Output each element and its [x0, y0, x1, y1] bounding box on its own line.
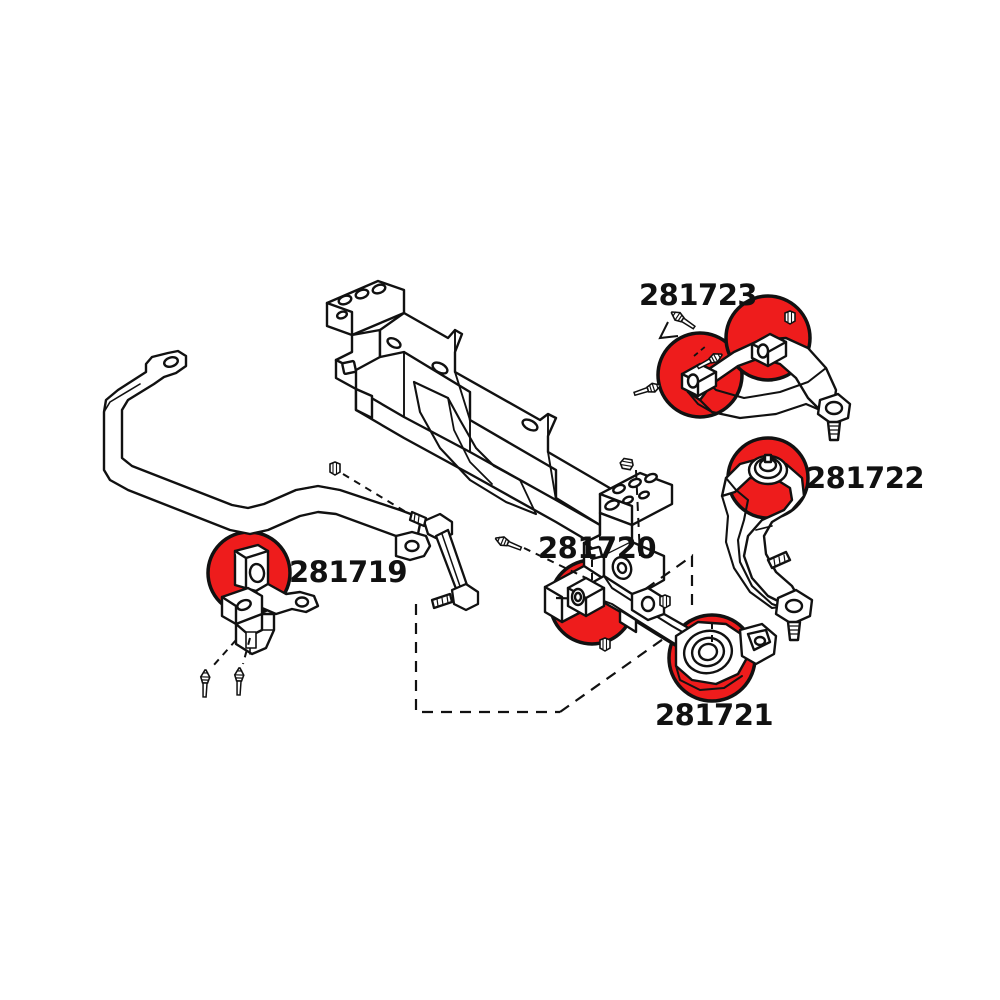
lower-control-arm	[566, 574, 778, 691]
stabilizer-bracket-bolts	[199, 637, 251, 698]
leader-line-bolt-left	[212, 639, 237, 667]
part-number-labels: 281723 281722 281720 281719 281721	[289, 278, 925, 732]
upper-arm-fasteners	[632, 307, 796, 399]
stabilizer-drop-link	[408, 510, 480, 612]
label-281721: 281721	[655, 698, 773, 732]
upper-control-arm	[680, 332, 852, 442]
lower-arm-fasteners	[493, 457, 713, 652]
leader-arrow-upper-arm-bolt	[658, 321, 679, 340]
label-281723: 281723	[639, 278, 757, 312]
leader-line-bolt-right	[242, 637, 251, 665]
tension-compression-rod	[720, 453, 814, 642]
leader-line-lower-arm-bolt	[523, 547, 587, 579]
leader-line-upper-bushing	[693, 345, 707, 357]
label-281720: 281720	[538, 531, 656, 565]
front-subframe-crossmember	[325, 279, 674, 624]
label-281722: 281722	[806, 461, 924, 495]
label-281719: 281719	[289, 555, 407, 589]
stabilizer-bar-bracket-assembly	[220, 543, 320, 656]
leader-line-subframe-nut	[635, 469, 641, 557]
